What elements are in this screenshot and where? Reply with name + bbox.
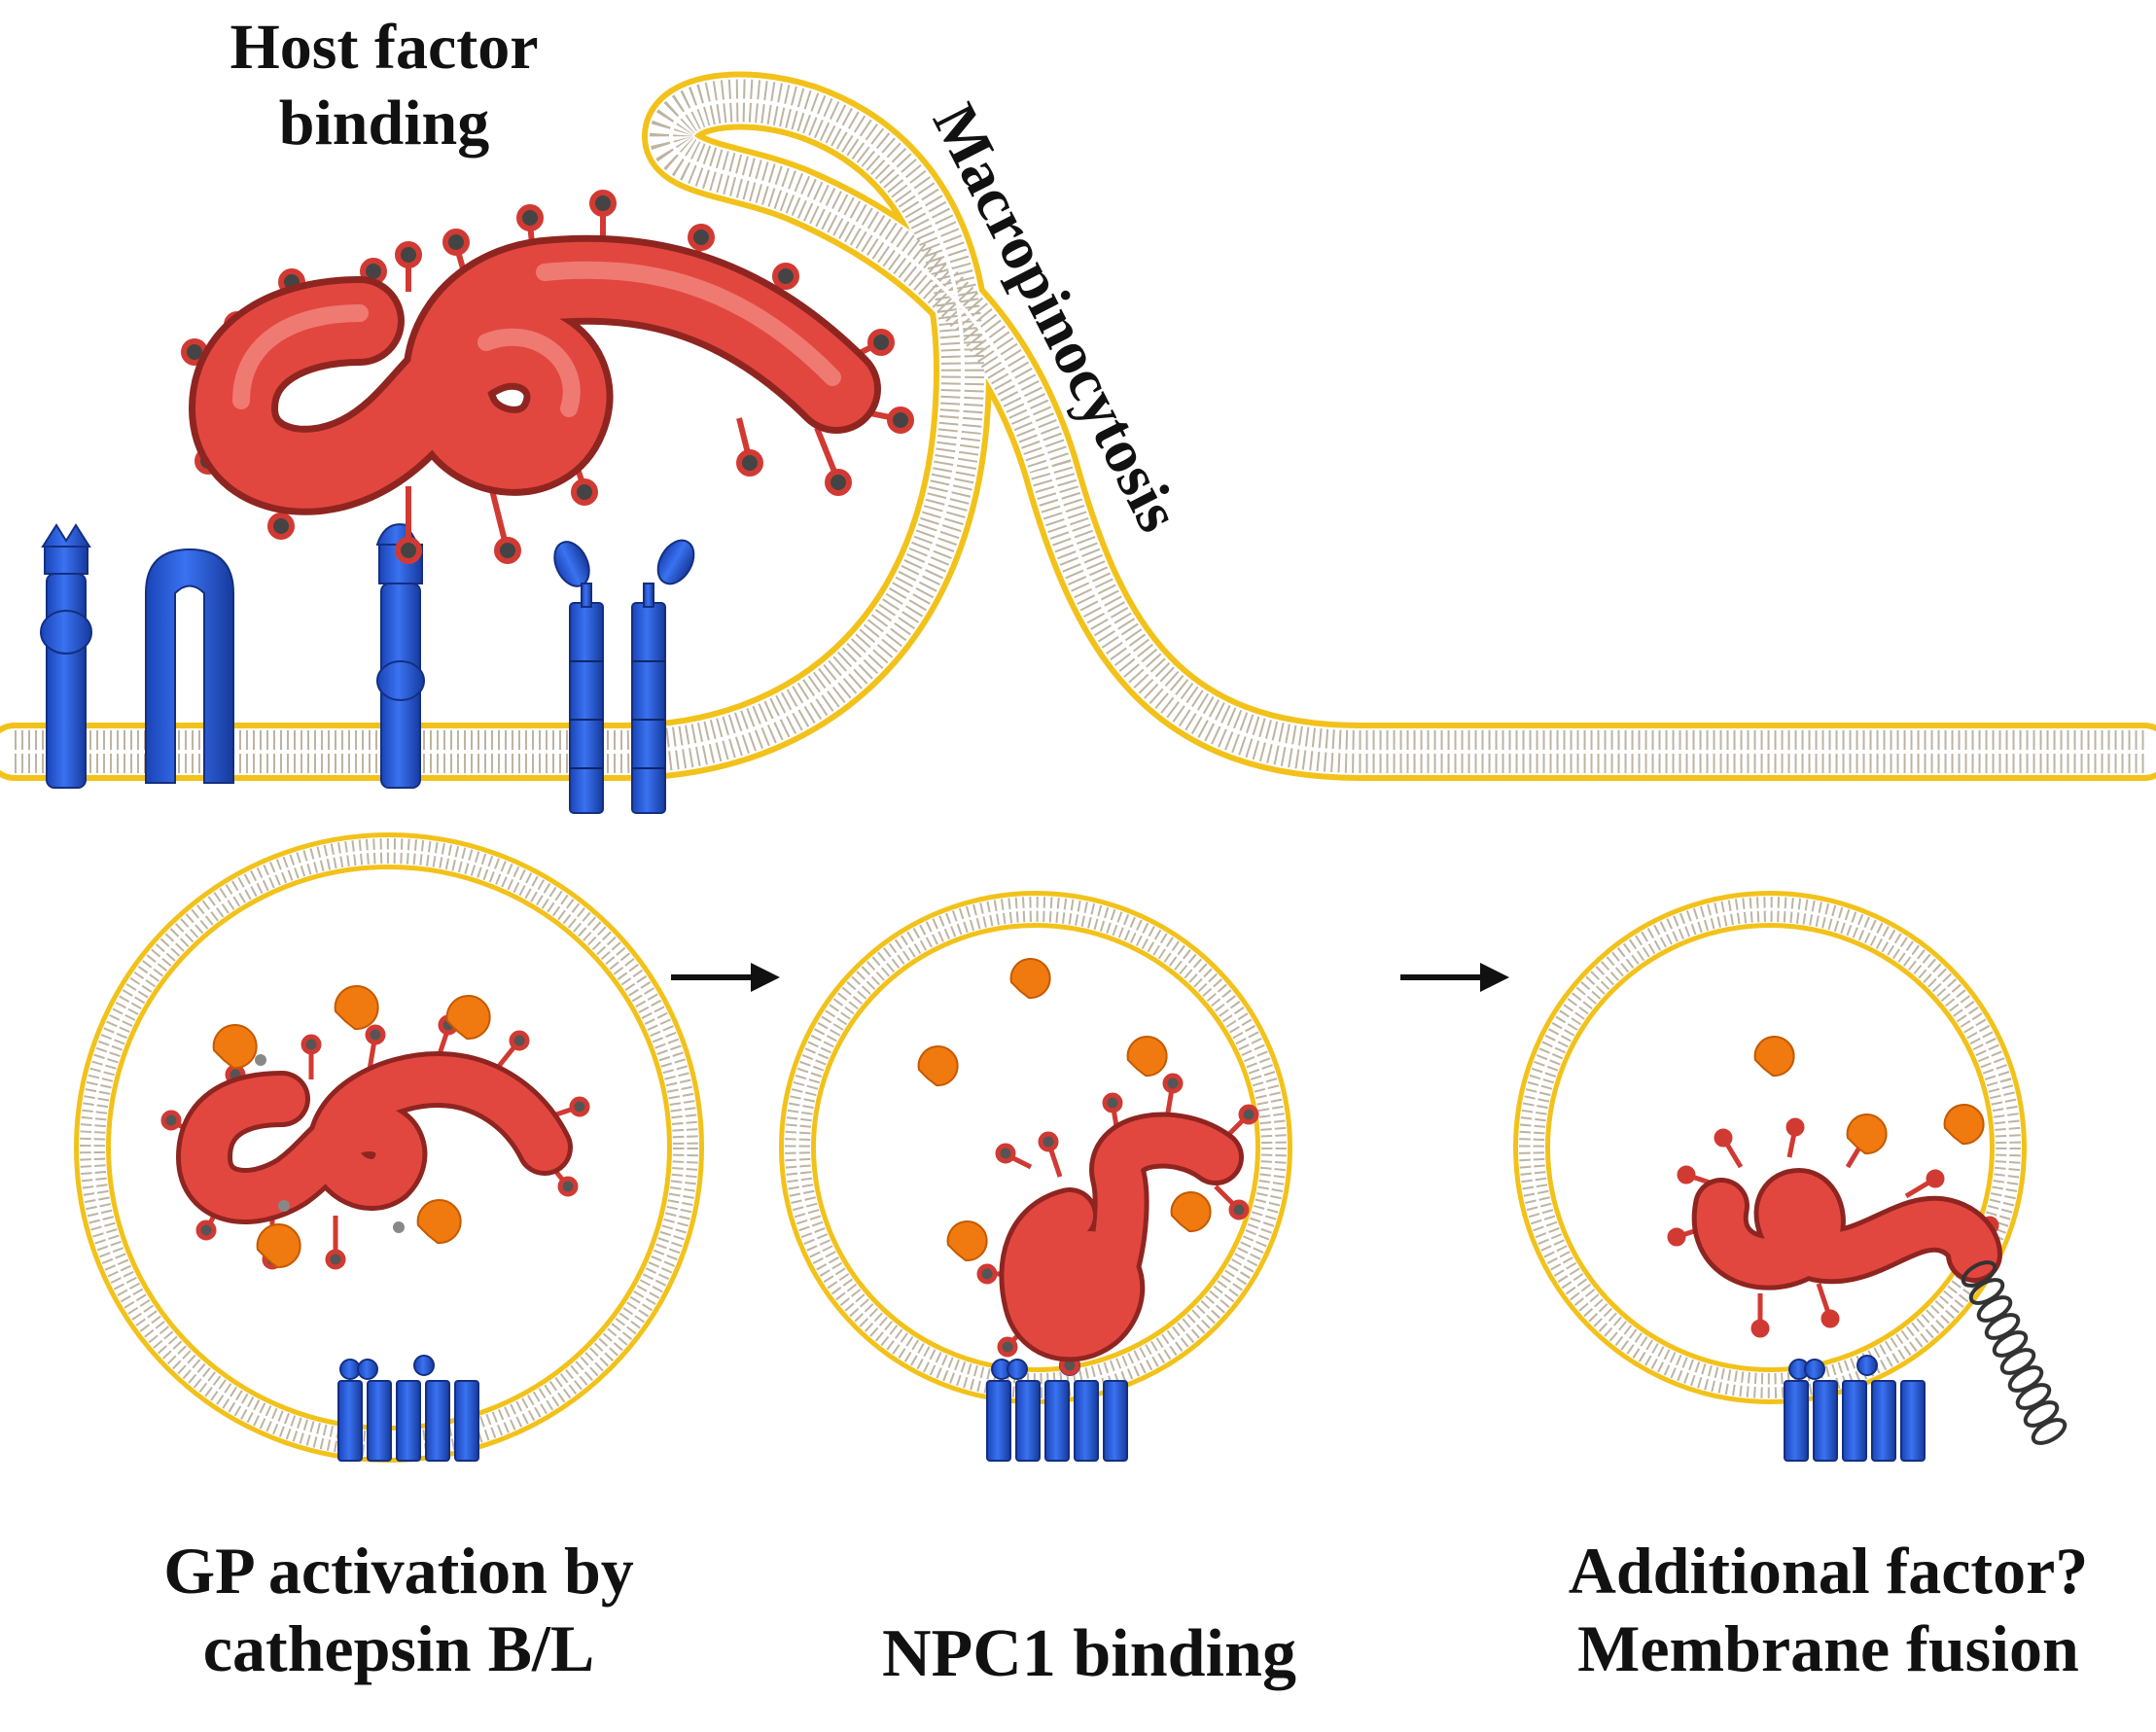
label-membrane-fusion: Additional factor? Membrane fusion xyxy=(1568,1534,2089,1686)
virion-top xyxy=(181,190,914,564)
cathepsin-3 xyxy=(1753,1036,1985,1155)
receptor-3 xyxy=(375,523,425,789)
label-gp-activation: GP activation by cathepsin B/L xyxy=(163,1534,634,1686)
endosome-1 xyxy=(74,832,704,1463)
fusion-coil xyxy=(1961,1260,2068,1445)
npc1-receptor-1 xyxy=(337,1355,479,1462)
npc1-receptor-3 xyxy=(1784,1355,1926,1462)
host-receptors xyxy=(40,523,695,814)
arrow-2 xyxy=(1400,963,1509,992)
virion-3 xyxy=(1667,1117,2002,1338)
label-host-factor-binding: Host factor binding xyxy=(230,12,539,159)
receptor-1 xyxy=(40,523,92,789)
endosome-3 xyxy=(1513,891,2068,1462)
arrow-1 xyxy=(671,963,780,992)
label-npc1-binding: NPC1 binding xyxy=(882,1616,1296,1691)
receptor-4 xyxy=(553,541,604,814)
receptor-5 xyxy=(631,539,695,814)
virion-2 xyxy=(976,1073,1259,1376)
virion-1 xyxy=(160,1014,590,1270)
cathepsin-2 xyxy=(917,958,1212,1262)
cathepsin-1 xyxy=(212,985,491,1269)
endosome-2 xyxy=(779,891,1292,1462)
plasma-membrane xyxy=(0,71,2156,781)
receptor-2 xyxy=(145,548,234,784)
